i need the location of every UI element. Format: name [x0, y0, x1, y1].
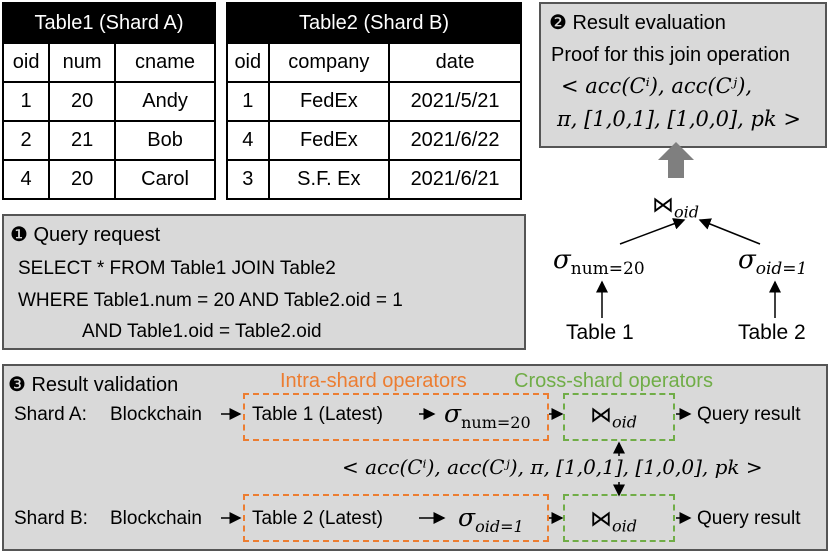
table2-cell: 2021/6/22: [388, 120, 522, 161]
join-subscript: oid: [612, 516, 637, 536]
table2-caption: Table2 (Shard B): [226, 2, 522, 44]
intra-shard-box-a: [243, 393, 549, 441]
table2-row: 3 S.F. Ex 2021/6/21: [226, 159, 522, 200]
result-evaluation-title: ❷ Result evaluation: [549, 12, 726, 34]
table1-cell: 4: [1, 159, 51, 200]
table1-cell: Bob: [114, 120, 216, 161]
shard-a-table-latest: Table 1 (Latest): [252, 404, 383, 425]
join-symbol: ⋈: [590, 403, 612, 428]
table2-header: company: [267, 42, 391, 83]
table2-cell: 3: [226, 159, 270, 200]
sigma-symbol: σ: [458, 503, 476, 532]
table2-cell: 2021/6/21: [388, 159, 522, 200]
join-symbol: ⋈: [652, 193, 674, 218]
table1-cell: 1: [1, 81, 51, 122]
cross-shard-box-a: [563, 393, 675, 441]
shard-b-blockchain: Blockchain: [110, 508, 202, 529]
intra-shard-label: Intra-shard operators: [280, 370, 467, 392]
query-line-2: WHERE Table1.num = 20 AND Table2.oid = 1: [18, 290, 403, 311]
sigma-subscript: oid=1: [475, 517, 524, 536]
result-validation-title: ❸ Result validation: [8, 374, 179, 396]
shard-b-table-latest: Table 2 (Latest): [252, 508, 383, 529]
table1-row: 1 20 Andy: [1, 81, 216, 122]
table1-header: cname: [114, 42, 216, 83]
sigma-subscript: num=20: [461, 413, 531, 432]
sigma-symbol: σ: [738, 245, 756, 275]
shard-b-query-result: Query result: [697, 508, 801, 529]
sigma-subscript: oid=1: [755, 259, 808, 280]
table1-cell: 20: [48, 81, 117, 122]
sigma-subscript: num=20: [570, 259, 645, 280]
table2-header: oid: [226, 42, 270, 83]
shard-a-join: ⋈oid: [590, 402, 637, 431]
shard-b-selection: σoid=1: [458, 503, 524, 536]
table1-header-row: oid num cname: [1, 42, 216, 83]
table2-header-row: oid company date: [226, 42, 522, 83]
table2-cell: 1: [226, 81, 270, 122]
shard-a-selection: σnum=20: [444, 399, 531, 432]
table1: Table1 (Shard A) oid num cname 1 20 Andy…: [1, 2, 216, 200]
proof-line-2: π, [1,0,1], [1,0,0], pk >: [557, 107, 801, 131]
table2-cell: FedEx: [267, 120, 391, 161]
table1-cell: 21: [48, 120, 117, 161]
validation-proof: < acc(Cⁱ), acc(Cʲ), π, [1,0,1], [1,0,0],…: [342, 455, 763, 479]
table2-cell: 2021/5/21: [388, 81, 522, 122]
table2-row: 4 FedEx 2021/6/22: [226, 120, 522, 161]
join-subscript: oid: [612, 412, 637, 432]
table1-cell: Andy: [114, 81, 216, 122]
proof-line-1: < acc(Cⁱ), acc(Cʲ),: [561, 74, 753, 98]
shard-a-label: Shard A:: [14, 404, 87, 425]
table1-cell: Carol: [114, 159, 216, 200]
table1-cell: 2: [1, 120, 51, 161]
table1-header: num: [48, 42, 117, 83]
tree-leaf-table1: Table 1: [566, 321, 634, 344]
tree-select-right: σoid=1: [738, 244, 807, 279]
query-line-3: AND Table1.oid = Table2.oid: [82, 321, 322, 342]
table2-row: 1 FedEx 2021/5/21: [226, 81, 522, 122]
query-request-panel: ❶ Query request SELECT * FROM Table1 JOI…: [2, 214, 526, 350]
table1-header: oid: [1, 42, 51, 83]
table1-cell: 20: [48, 159, 117, 200]
table1-caption: Table1 (Shard A): [2, 2, 216, 44]
table1-row: 2 21 Bob: [1, 120, 216, 161]
sigma-symbol: σ: [553, 245, 571, 275]
table2-cell: 4: [226, 120, 270, 161]
shard-a-blockchain: Blockchain: [110, 404, 202, 425]
intra-shard-box-b: [243, 494, 549, 542]
shard-a-query-result: Query result: [697, 404, 801, 425]
join-symbol: ⋈: [590, 507, 612, 532]
sigma-symbol: σ: [444, 399, 462, 428]
tree-select-left: σnum=20: [553, 244, 645, 279]
shard-b-join: ⋈oid: [590, 506, 637, 535]
cross-shard-label: Cross-shard operators: [514, 370, 713, 392]
table2-cell: S.F. Ex: [267, 159, 391, 200]
table2-cell: FedEx: [267, 81, 391, 122]
tree-join-node: ⋈oid: [652, 192, 699, 221]
shard-b-label: Shard B:: [14, 508, 88, 529]
table2: Table2 (Shard B) oid company date 1 FedE…: [226, 2, 522, 200]
table1-row: 4 20 Carol: [1, 159, 216, 200]
tree-leaf-table2: Table 2: [738, 321, 806, 344]
proof-caption: Proof for this join operation: [551, 44, 791, 66]
query-request-title: ❶ Query request: [10, 224, 161, 246]
query-line-1: SELECT * FROM Table1 JOIN Table2: [18, 258, 336, 279]
join-subscript: oid: [674, 202, 699, 222]
table2-header: date: [388, 42, 522, 83]
result-evaluation-panel: ❷ Result evaluation Proof for this join …: [539, 2, 827, 148]
